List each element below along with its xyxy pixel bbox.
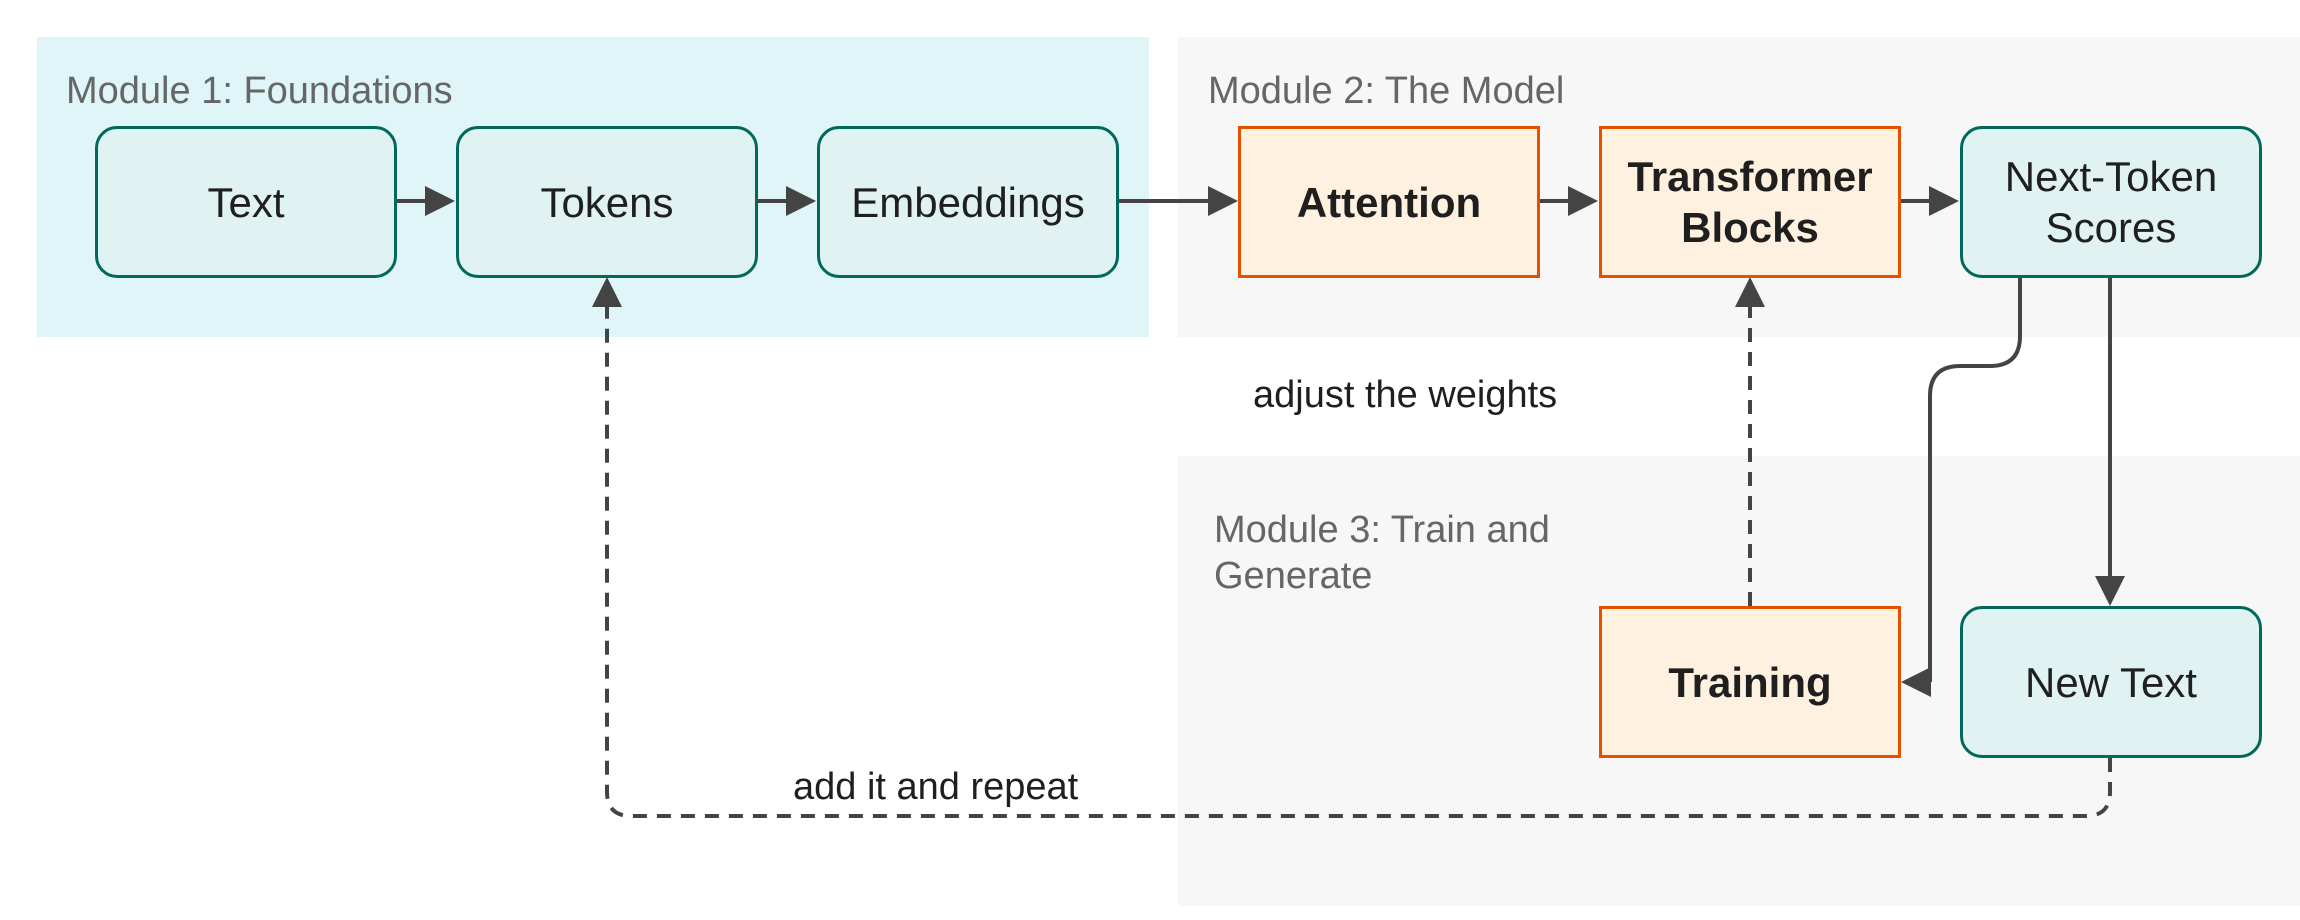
node-embeddings: Embeddings bbox=[817, 126, 1119, 278]
edge-training-transformer bbox=[1735, 277, 1765, 606]
edge-label-adjust-weights: adjust the weights bbox=[1253, 374, 1558, 416]
node-next-token-scores: Next-Token Scores bbox=[1960, 126, 2262, 278]
node-text: Text bbox=[95, 126, 397, 278]
node-training: Training bbox=[1599, 606, 1901, 758]
edge-transformer-nexttoken bbox=[1901, 186, 1959, 216]
edge-attention-transformer bbox=[1540, 186, 1598, 216]
node-tokens: Tokens bbox=[456, 126, 758, 278]
edge-tokens-embeddings bbox=[758, 186, 816, 216]
module2-label: Module 2: The Model bbox=[1208, 70, 1565, 112]
node-new-text: New Text bbox=[1960, 606, 2262, 758]
edge-text-tokens bbox=[397, 186, 455, 216]
edge-newtext-tokens bbox=[592, 277, 2112, 818]
module3-label: Module 3: Train and Generate bbox=[1214, 509, 1550, 597]
node-transformer-blocks: Transformer Blocks bbox=[1599, 126, 1901, 278]
edge-label-add-repeat: add it and repeat bbox=[793, 766, 1079, 808]
edge-embeddings-attention bbox=[1119, 186, 1238, 216]
node-attention: Attention bbox=[1238, 126, 1540, 278]
module1-label: Module 1: Foundations bbox=[66, 70, 453, 112]
edge-nexttoken-newtext bbox=[2095, 277, 2125, 606]
edge-nexttoken-training bbox=[1901, 277, 2022, 697]
